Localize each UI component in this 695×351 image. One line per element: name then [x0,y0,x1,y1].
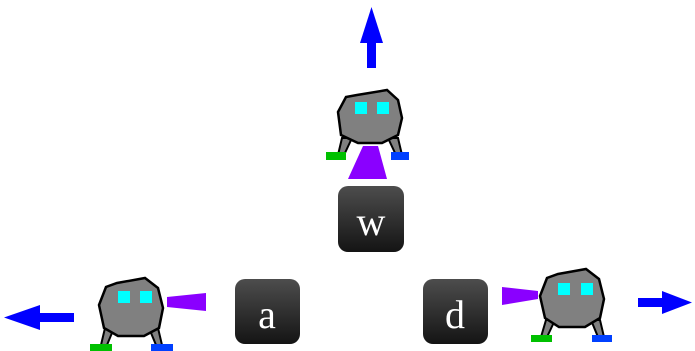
thruster-flame-icon [167,293,206,311]
robot-eye-icon [558,283,570,295]
left-foot-icon [326,152,346,160]
right-foot-icon [592,335,612,342]
up-arrow-icon [360,7,383,68]
robot-body-icon [97,276,165,338]
robot-eye-icon [377,102,389,114]
robot-eye-icon [118,291,130,303]
robot-up [326,88,409,179]
right-foot-icon [391,152,409,160]
robot-eye-icon [355,102,367,114]
left-foot-icon [531,335,552,342]
key-a-label: a [258,292,276,337]
key-d-label: d [445,292,465,337]
key-a: a [235,279,300,344]
key-w-label: w [357,199,386,244]
right-foot-icon [151,344,173,351]
robot-body-icon [336,88,404,145]
key-w: w [338,186,404,252]
left-foot-icon [90,344,112,351]
robot-eye-icon [140,291,152,303]
thruster-flame-icon [348,146,387,179]
right-arrow-icon [638,291,692,314]
robot-eye-icon [581,283,593,295]
thruster-flame-icon [502,287,538,305]
robot-left [90,276,206,351]
robot-body-icon [538,267,606,329]
left-arrow-icon [4,305,74,330]
robot-right [502,267,612,342]
key-d: d [423,279,488,344]
